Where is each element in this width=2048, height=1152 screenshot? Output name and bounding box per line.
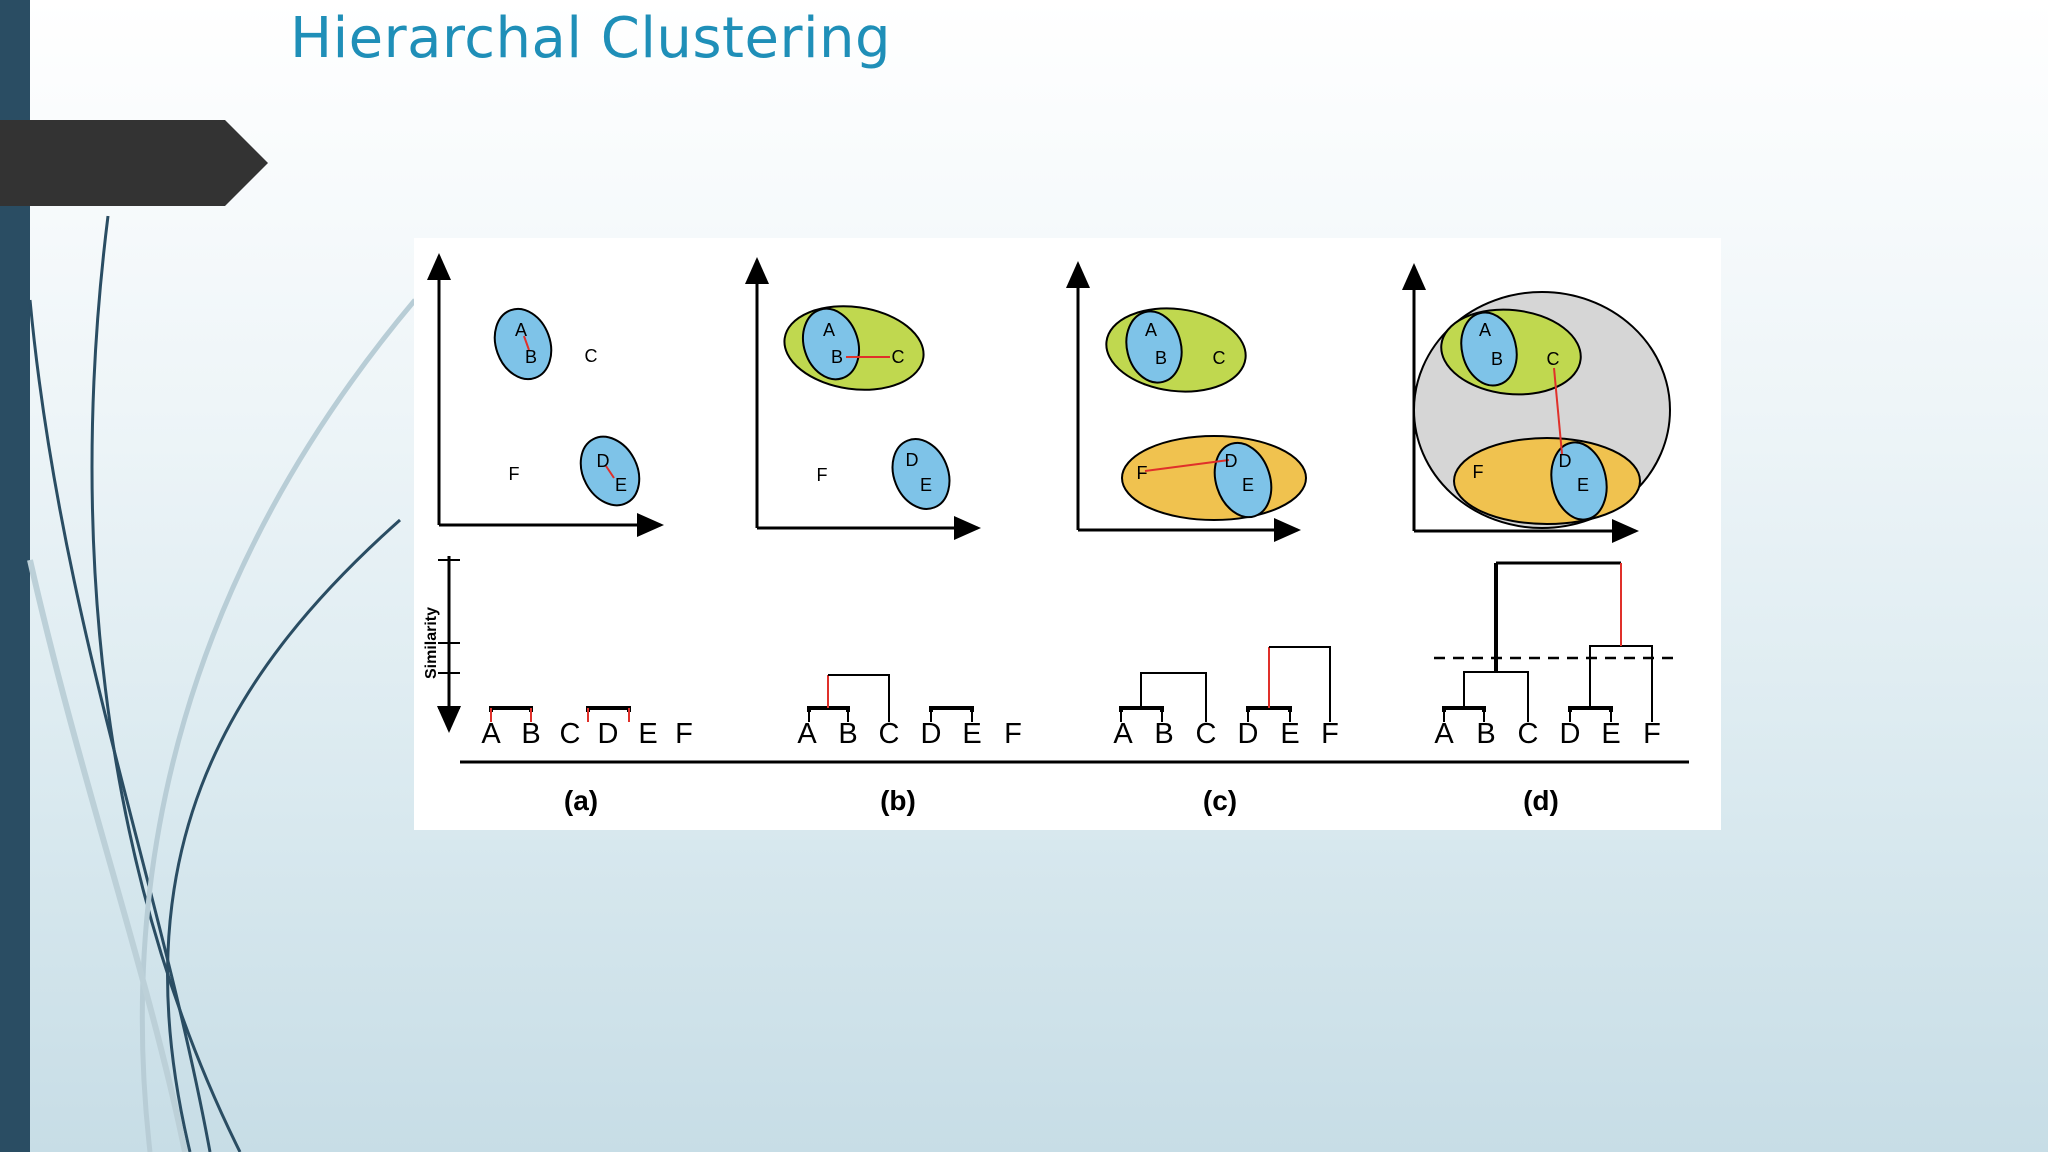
dendro-ab-bar: [1119, 706, 1164, 712]
point-label-c: C: [1547, 349, 1560, 369]
leaf-c: C: [1196, 718, 1217, 750]
page-title: Hierarchal Clustering: [290, 6, 892, 71]
leaf-d: D: [1238, 718, 1259, 750]
dendro-de-bar: [1246, 706, 1292, 712]
similarity-label: Similarity: [423, 607, 440, 679]
point-label-f: F: [1137, 463, 1148, 483]
leaf-a: A: [797, 718, 817, 750]
panel-d: A B C D E F A B C D E F (d): [1402, 263, 1674, 816]
cluster-ab: [802, 307, 860, 381]
dendro-ab-bar: [489, 706, 533, 712]
dendro-de-bar: [929, 706, 974, 712]
point-label-f: F: [1473, 462, 1484, 482]
panel-b: A B C D E F A B C D E F (b): [745, 257, 1022, 816]
point-label-d: D: [906, 450, 919, 470]
leaf-d: D: [921, 718, 942, 750]
leaf-c: C: [879, 718, 900, 750]
dendro-abc: [828, 674, 890, 722]
caption-d: (d): [1523, 785, 1559, 816]
leaf-d: D: [1560, 718, 1581, 750]
leaf-f: F: [675, 718, 693, 750]
caption-b: (b): [880, 785, 916, 816]
point-label-d: D: [597, 451, 610, 471]
dendro-abc: [1140, 672, 1207, 722]
cluster-ab: [1125, 310, 1183, 384]
point-label-b: B: [1491, 349, 1503, 369]
leaf-a: A: [481, 718, 501, 750]
leaf-e: E: [638, 718, 657, 750]
leaf-a: A: [1113, 718, 1133, 750]
link-f-d: [1144, 459, 1230, 472]
caption-c: (c): [1203, 785, 1237, 816]
caption-a: (a): [564, 785, 598, 816]
point-label-e: E: [1577, 475, 1589, 495]
leaf-d: D: [598, 718, 619, 750]
point-label-d: D: [1559, 451, 1572, 471]
point-label-a: A: [1145, 320, 1157, 340]
leaf-e: E: [1280, 718, 1299, 750]
point-label-e: E: [920, 475, 932, 495]
point-label-b: B: [831, 347, 843, 367]
dendro-def: [1269, 646, 1331, 722]
leaf-f: F: [1004, 718, 1022, 750]
point-label-a: A: [515, 320, 527, 340]
leaf-f: F: [1643, 718, 1661, 750]
leaf-b: B: [1154, 718, 1173, 750]
point-label-a: A: [823, 320, 835, 340]
cluster-ab: [1460, 311, 1518, 387]
cluster-de: [1213, 441, 1273, 519]
point-label-e: E: [615, 475, 627, 495]
point-label-b: B: [1155, 348, 1167, 368]
leaf-e: E: [1601, 718, 1620, 750]
point-label-c: C: [1213, 348, 1226, 368]
dendro-abc: [1463, 671, 1529, 722]
dendro-ab-bar: [807, 706, 850, 712]
dendro-de-bar: [1568, 706, 1613, 712]
point-label-e: E: [1242, 475, 1254, 495]
point-label-c: C: [892, 347, 905, 367]
leaf-b: B: [838, 718, 857, 750]
point-label-b: B: [525, 347, 537, 367]
leaf-f: F: [1321, 718, 1339, 750]
dendro-ab-bar: [1442, 706, 1486, 712]
point-label-d: D: [1225, 451, 1238, 471]
clustering-figure: A B C D E F Similarity A B C D E F (a): [414, 238, 1721, 830]
leaf-c: C: [560, 718, 581, 750]
link-c-d: [1553, 367, 1563, 455]
section-arrow-tab: [0, 120, 268, 206]
point-label-c: C: [585, 346, 598, 366]
point-label-f: F: [817, 465, 828, 485]
leaf-e: E: [962, 718, 981, 750]
link-de: [605, 465, 615, 479]
leaf-b: B: [521, 718, 540, 750]
point-label-a: A: [1479, 320, 1491, 340]
panel-c: A B C D E F A B C D E F (c): [1066, 261, 1339, 816]
leaf-b: B: [1476, 718, 1495, 750]
link-ab: [523, 335, 530, 351]
cluster-de: [891, 438, 951, 510]
cluster-ab: [493, 307, 553, 381]
leaf-c: C: [1518, 718, 1539, 750]
dendro-de-bar: [586, 706, 631, 712]
dendro-def: [1589, 645, 1653, 722]
point-label-f: F: [509, 464, 520, 484]
panel-a: A B C D E F Similarity A B C D E F (a): [423, 253, 693, 816]
cluster-de: [1550, 441, 1608, 521]
leaf-a: A: [1434, 718, 1454, 750]
